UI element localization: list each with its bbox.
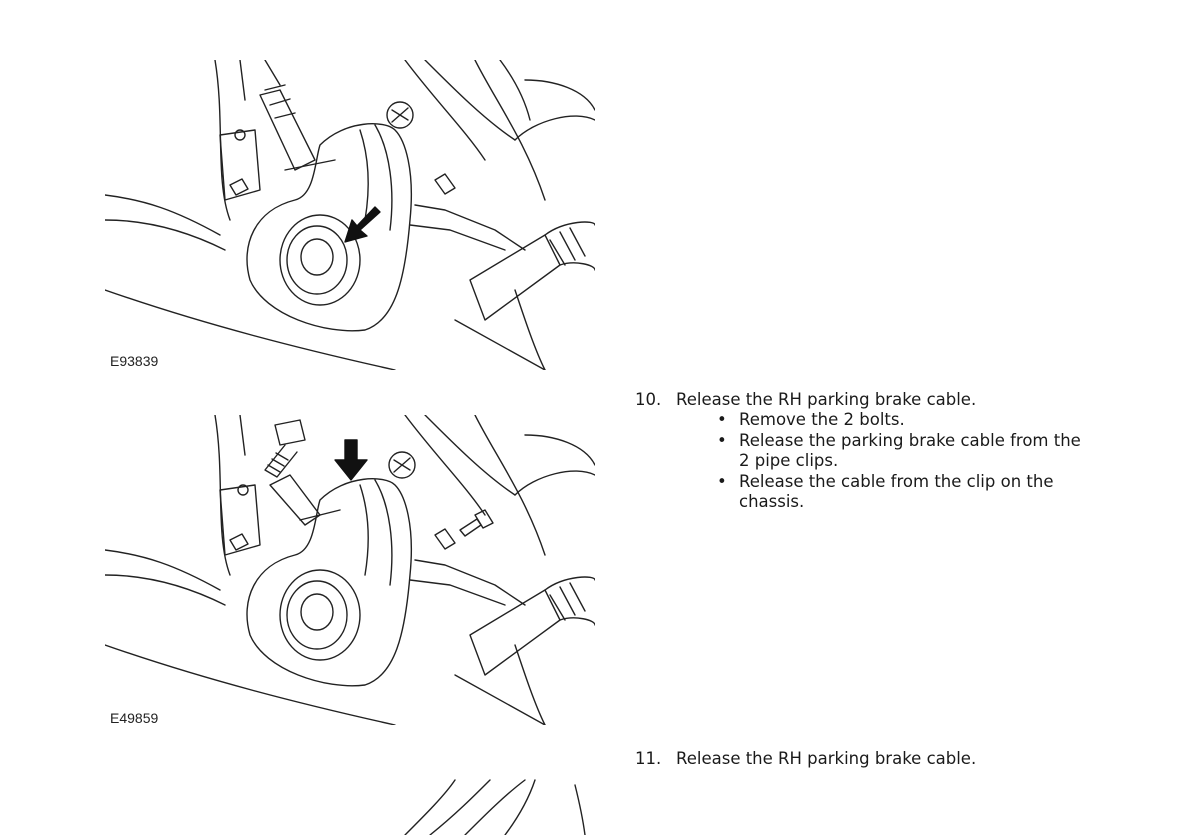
list-item: •Release the cable from the clip on the … — [717, 471, 1054, 512]
list-item: •Remove the 2 bolts. — [717, 410, 905, 429]
step-11: 11. Release the RH parking brake cable. — [635, 749, 976, 770]
step-text: Release the RH parking brake cable. — [676, 749, 977, 768]
bullet-icon: • — [717, 410, 727, 429]
figure-id-label: E49859 — [110, 710, 159, 726]
figure-e49859 — [105, 415, 595, 725]
step-number: 11. — [635, 749, 662, 768]
step-10-bullets: •Remove the 2 bolts. •Release the parkin… — [715, 410, 1095, 513]
figure-partial — [105, 775, 595, 835]
list-item: •Release the parking brake cable from th… — [717, 430, 1081, 471]
figure-id-label: E93839 — [110, 353, 159, 369]
bullet-icon: • — [717, 471, 727, 491]
step-10: 10. Release the RH parking brake cable. — [635, 390, 976, 411]
bullet-icon: • — [717, 430, 727, 450]
step-number: 10. — [635, 390, 662, 409]
figure-e93839 — [105, 60, 595, 370]
step-text: Release the RH parking brake cable. — [676, 390, 977, 409]
